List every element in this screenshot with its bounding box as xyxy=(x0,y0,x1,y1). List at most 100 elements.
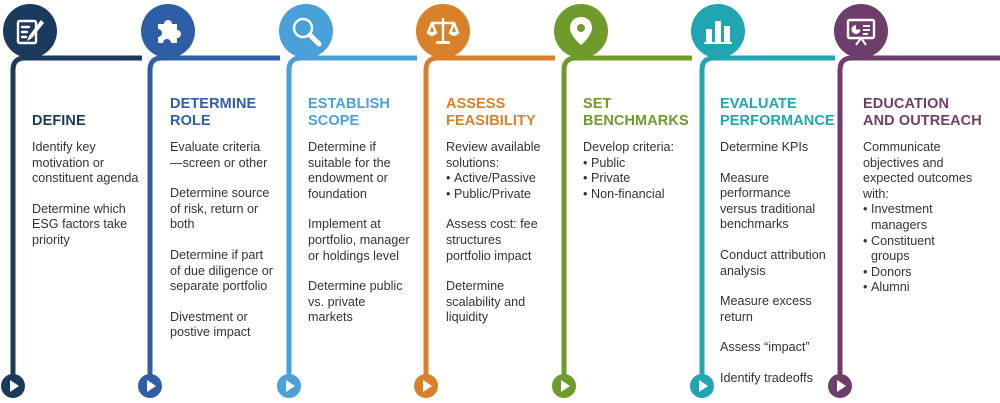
text-line: both xyxy=(170,217,195,232)
step-paragraph: Assess “impact” xyxy=(720,340,852,356)
text-line: DEFINE xyxy=(32,113,86,129)
text-line: AND OUTREACH xyxy=(863,113,982,129)
bullet-item: Donors xyxy=(863,265,995,281)
text-line: Determine source xyxy=(170,186,270,201)
document-pen-icon xyxy=(13,14,47,48)
text-line: suitable for the xyxy=(308,155,391,170)
text-line: Active/Passive xyxy=(454,171,536,186)
text-line: solutions: xyxy=(446,155,500,170)
text-line: managers xyxy=(871,217,928,232)
text-line: Determine if part xyxy=(170,247,264,262)
play-icon xyxy=(552,374,576,398)
text-line: scalability and xyxy=(446,294,526,309)
text-line: vs. private xyxy=(308,294,366,309)
connector-benchmarks xyxy=(561,55,692,380)
connector-performance xyxy=(699,55,835,380)
text-line: Divestment or xyxy=(170,309,248,324)
text-line: groups xyxy=(871,249,910,264)
text-line: SET xyxy=(583,96,612,112)
connector-role xyxy=(147,55,280,380)
text-line: EVALUATE xyxy=(720,96,797,112)
play-icon xyxy=(1,374,25,398)
magnifier-icon xyxy=(289,14,323,48)
text-line: FEASIBILITY xyxy=(446,113,536,129)
text-line: Private xyxy=(591,171,631,186)
text-line: of risk, return or xyxy=(170,201,259,216)
step-circle-role xyxy=(141,4,195,58)
text-line: Donors xyxy=(871,264,912,279)
text-line: Review available xyxy=(446,140,541,154)
text-line: Alumni xyxy=(871,280,910,295)
text-line: objectives and xyxy=(863,155,944,170)
text-line: Investment xyxy=(871,202,933,217)
puzzle-piece-icon xyxy=(151,14,185,48)
step-paragraph: Identify tradeoffs xyxy=(720,371,852,387)
text-line: Implement at xyxy=(308,217,381,232)
text-line: Develop criteria: xyxy=(583,140,674,154)
text-line: Public xyxy=(591,155,626,170)
text-line: PERFORMANCE xyxy=(720,113,835,129)
text-line: Identify tradeoffs xyxy=(720,370,813,385)
bullet-list: InvestmentmanagersConstituentgroupsDonor… xyxy=(863,202,995,296)
text-line: foundation xyxy=(308,186,367,201)
bullet-list: Active/PassivePublic/Private xyxy=(446,171,578,202)
presentation-board-icon xyxy=(844,14,878,48)
text-line: EDUCATION xyxy=(863,96,950,112)
text-line: benchmarks xyxy=(720,217,789,232)
text-line: BENCHMARKS xyxy=(583,113,689,129)
text-line: analysis xyxy=(720,263,766,278)
bullet-item: Active/Passive xyxy=(446,171,578,187)
bullet-item: Public/Private xyxy=(446,187,578,203)
text-line: Assess “impact” xyxy=(720,340,810,355)
text-line: —screen or other xyxy=(170,155,268,170)
bullet-item: Private xyxy=(583,171,715,187)
step-circle-benchmarks xyxy=(554,4,608,58)
text-line: expected outcomes xyxy=(863,171,973,186)
bullet-item: Alumni xyxy=(863,280,995,296)
step-circle-define xyxy=(3,4,57,58)
step-circle-feasibility xyxy=(416,4,470,58)
connector-feasibility xyxy=(423,55,555,380)
text-line: motivation or xyxy=(32,155,105,170)
text-line: with: xyxy=(863,186,889,201)
text-line: ESG factors take xyxy=(32,217,128,232)
bullet-item: Public xyxy=(583,156,715,172)
step-paragraph: Evaluate criteria—screen or other xyxy=(170,140,302,171)
play-icon xyxy=(414,374,438,398)
connector-scope xyxy=(286,55,417,380)
step-paragraph: Determine KPIs xyxy=(720,140,852,156)
text-line: Conduct attribution xyxy=(720,247,826,262)
text-line: of due diligence or xyxy=(170,263,273,278)
text-line: Determine if xyxy=(308,140,376,154)
play-icon xyxy=(690,374,714,398)
bullet-item: Non-financial xyxy=(583,187,715,203)
text-line: DETERMINE xyxy=(170,96,257,112)
text-line: Evaluate criteria xyxy=(170,140,261,154)
text-line: Measure xyxy=(720,170,769,185)
text-line: ESTABLISH xyxy=(308,96,390,112)
